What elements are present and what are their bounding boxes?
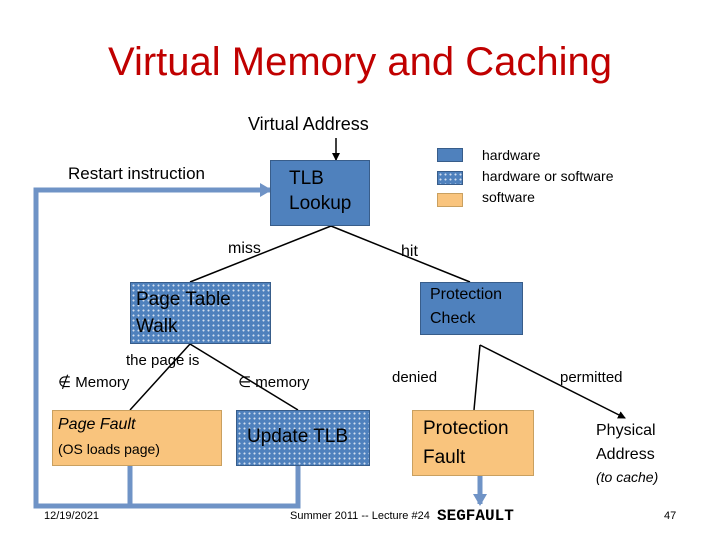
physical-line1: Physical (596, 422, 656, 439)
physical-line2: Address (596, 446, 655, 463)
protection-fault-box: Protection Fault (412, 410, 534, 476)
virtual-address-label: Virtual Address (248, 114, 369, 134)
restart-loop-update (130, 466, 301, 509)
footer-page-number: 47 (664, 510, 677, 522)
hit-label: hit (401, 243, 418, 260)
physical-line3: (to cache) (596, 469, 659, 485)
legend-swatch-hw-sw (437, 171, 463, 185)
restart-loop (33, 183, 272, 509)
page-fault-line1: Page Fault (58, 416, 136, 433)
line-pt-not-in-memory (129, 343, 191, 411)
in-memory-label: ∈ memory (238, 374, 310, 391)
page-title: Virtual Memory and Caching (108, 40, 612, 84)
update-tlb-label: Update TLB (247, 426, 349, 447)
line-tlb-miss (189, 225, 332, 283)
tlb-line1: TLB (289, 168, 324, 189)
legend-label-hw-sw: hardware or software (482, 168, 614, 184)
line-tlb-hit (330, 225, 471, 283)
protection-check-line1: Protection (430, 286, 503, 303)
legend-swatch-software (437, 193, 463, 207)
the-page-is-label: the page is (126, 352, 200, 369)
protection-check-line2: Check (430, 310, 476, 327)
legend-label-software: software (482, 189, 535, 205)
segfault-label: SEGFAULT (437, 507, 514, 525)
miss-label: miss (228, 240, 261, 257)
protection-check-box: Protection Check (420, 282, 523, 335)
line-pt-in-memory (189, 343, 299, 411)
denied-label: denied (392, 369, 438, 386)
protection-fault-line2: Fault (423, 447, 466, 468)
page-table-line2: Walk (136, 316, 178, 337)
update-tlb-box: Update TLB (236, 410, 370, 466)
tlb-lookup-box: TLB Lookup (270, 160, 370, 226)
footer-lecture: Summer 2011 -- Lecture #24 (290, 510, 430, 522)
footer-date: 12/19/2021 (44, 510, 100, 522)
page-fault-line2: (OS loads page) (58, 441, 160, 457)
page-table-line1: Page Table (136, 289, 231, 310)
page-fault-box: Page Fault (OS loads page) (52, 410, 222, 466)
permitted-label: permitted (560, 369, 623, 386)
page-table-walk-box: Page Table Walk (130, 282, 271, 344)
legend-label-hardware: hardware (482, 147, 541, 163)
not-in-memory-label: ∉ Memory (58, 374, 130, 391)
restart-instruction-label: Restart instruction (68, 164, 205, 183)
tlb-line2: Lookup (289, 193, 352, 214)
line-pc-denied (473, 344, 481, 411)
line-pc-permitted (479, 344, 626, 419)
protection-fault-line1: Protection (423, 418, 509, 439)
legend-swatch-hardware (437, 148, 463, 162)
